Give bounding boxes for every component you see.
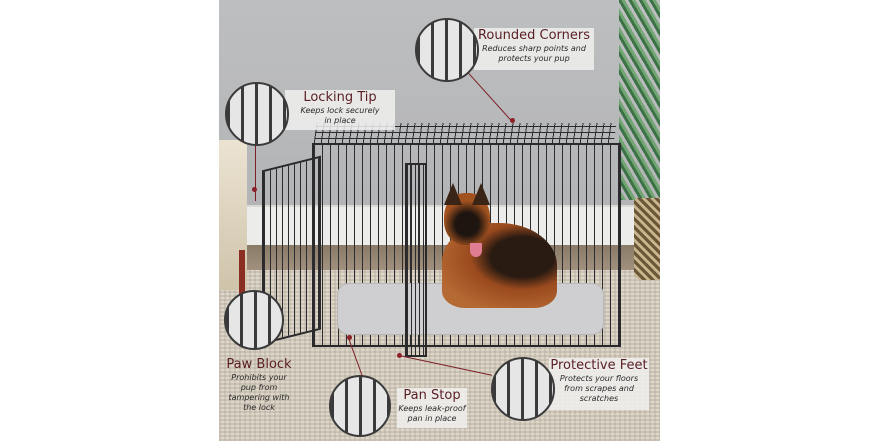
callout-desc: in place	[324, 116, 356, 125]
callout-desc: pup from	[240, 383, 278, 392]
rounded-corners-zoom-circle	[415, 18, 479, 82]
dog-ear-left	[444, 183, 462, 205]
woven-basket	[634, 198, 660, 280]
callout-pointer-dot	[252, 187, 257, 192]
callout-title: Rounded Corners	[477, 28, 591, 43]
callout-rounded-corners: Rounded Corners Reduces sharp points and…	[474, 28, 594, 70]
callout-title: Pan Stop	[403, 388, 461, 403]
callout-protective-feet: Protective Feet Protects your floors fro…	[549, 358, 649, 410]
callout-desc: Protects your floors	[559, 374, 639, 383]
callout-title: Paw Block	[226, 357, 292, 372]
callout-locking-tip: Locking Tip Keeps lock securely in place	[285, 90, 395, 130]
locking-tip-zoom-circle	[225, 82, 289, 146]
callout-title: Protective Feet	[550, 358, 648, 373]
callout-pointer-line	[255, 146, 256, 201]
callout-desc: Prohibits your	[231, 373, 287, 382]
callout-paw-block: Paw Block Prohibits your pup from tamper…	[219, 357, 299, 439]
pan-stop-zoom-circle	[329, 375, 391, 437]
callout-desc: Keeps leak-proof	[398, 404, 466, 413]
callout-desc: from scrapes and	[564, 384, 634, 393]
crate-front-door-open	[405, 163, 427, 357]
callout-desc: protects your pup	[498, 54, 570, 63]
callout-desc: tampering with	[228, 393, 290, 402]
callout-desc: the lock	[243, 403, 275, 412]
product-photo: Rounded Corners Reduces sharp points and…	[219, 0, 660, 441]
wire-crate	[262, 123, 625, 357]
callout-desc: Reduces sharp points and	[482, 44, 586, 53]
dog-ear-right	[472, 183, 490, 205]
palm-plant	[619, 0, 660, 200]
callout-pointer-dot	[397, 353, 402, 358]
callout-desc: pan in place	[407, 414, 457, 423]
callout-title: Locking Tip	[303, 90, 377, 105]
german-shepherd-dog	[432, 183, 557, 313]
dog-tongue	[470, 243, 482, 257]
red-post	[239, 250, 245, 310]
callout-pointer-dot	[347, 335, 352, 340]
dog-head	[444, 183, 490, 257]
callout-desc: scratches	[579, 394, 619, 403]
callout-pan-stop: Pan Stop Keeps leak-proof pan in place	[397, 388, 467, 428]
callout-desc: Keeps lock securely	[300, 106, 380, 115]
protective-feet-zoom-circle	[491, 357, 555, 421]
paw-block-zoom-circle	[224, 290, 284, 350]
callout-pointer-dot	[510, 118, 515, 123]
